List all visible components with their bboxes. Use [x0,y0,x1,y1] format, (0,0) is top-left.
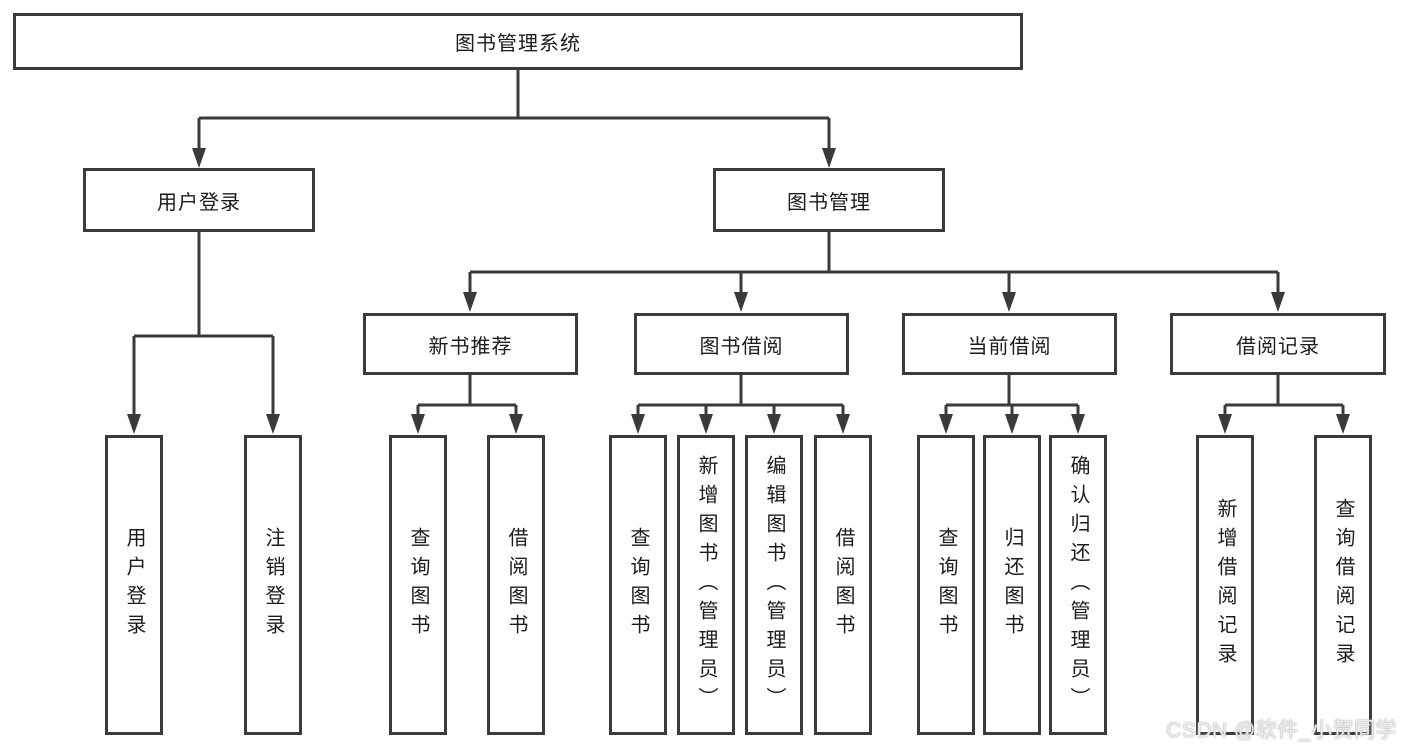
leaf-borrow-books-recommend: 借阅图书 [487,435,545,735]
connector-user-login-to-leaves [132,232,275,416]
leaf-confirm-return-admin: 确认归还（管理员） [1049,435,1107,735]
connector-borrow-records-to-leaves [1223,375,1345,416]
arrowhead [631,414,645,434]
arrowhead [699,414,713,434]
node-user-login: 用户登录 [83,168,315,232]
node-current-borrow: 当前借阅 [902,313,1117,375]
connector-current-borrow-to-leaves [944,375,1080,416]
arrowhead [509,414,523,434]
arrowhead [127,414,141,434]
arrowhead [1002,292,1016,312]
leaf-logout: 注销登录 [244,435,302,735]
node-root: 图书管理系统 [13,13,1023,70]
leaf-query-books-recommend: 查询图书 [389,435,447,735]
arrowhead [1271,292,1285,312]
arrowhead [767,414,781,434]
leaf-add-borrow-record: 新增借阅记录 [1196,435,1254,735]
leaf-query-books-borrow: 查询图书 [609,435,667,735]
node-borrow-records: 借阅记录 [1170,313,1386,375]
node-book-management: 图书管理 [713,168,945,232]
leaf-query-borrow-record: 查询借阅记录 [1314,435,1372,735]
leaf-add-book-admin: 新增图书（管理员） [677,435,735,735]
arrowhead [463,292,477,312]
arrowhead [822,148,836,168]
connector-new-book-recommend-to-leaves [416,375,518,416]
connector-book-management-to-level3 [468,232,1280,294]
leaf-query-books-current: 查询图书 [917,435,975,735]
connector-book-borrow-to-leaves [636,375,845,416]
connector-root-to-level2 [197,70,831,150]
arrowhead [1005,414,1019,434]
arrowhead [836,414,850,434]
leaf-edit-book-admin: 编辑图书（管理员） [745,435,803,735]
csdn-watermark: CSDN @软件_小贺同学 [1166,719,1397,742]
leaf-borrow-books: 借阅图书 [814,435,872,735]
arrowhead [939,414,953,434]
leaf-user-login: 用户登录 [105,435,163,735]
node-new-book-recommend: 新书推荐 [363,313,578,375]
node-book-borrow: 图书借阅 [634,313,849,375]
arrowheads [127,148,1350,434]
leaf-return-books: 归还图书 [983,435,1041,735]
arrowhead [266,414,280,434]
arrowhead [192,148,206,168]
arrowhead [734,292,748,312]
arrowhead [1071,414,1085,434]
arrowhead [411,414,425,434]
arrowhead [1336,414,1350,434]
arrowhead [1218,414,1232,434]
